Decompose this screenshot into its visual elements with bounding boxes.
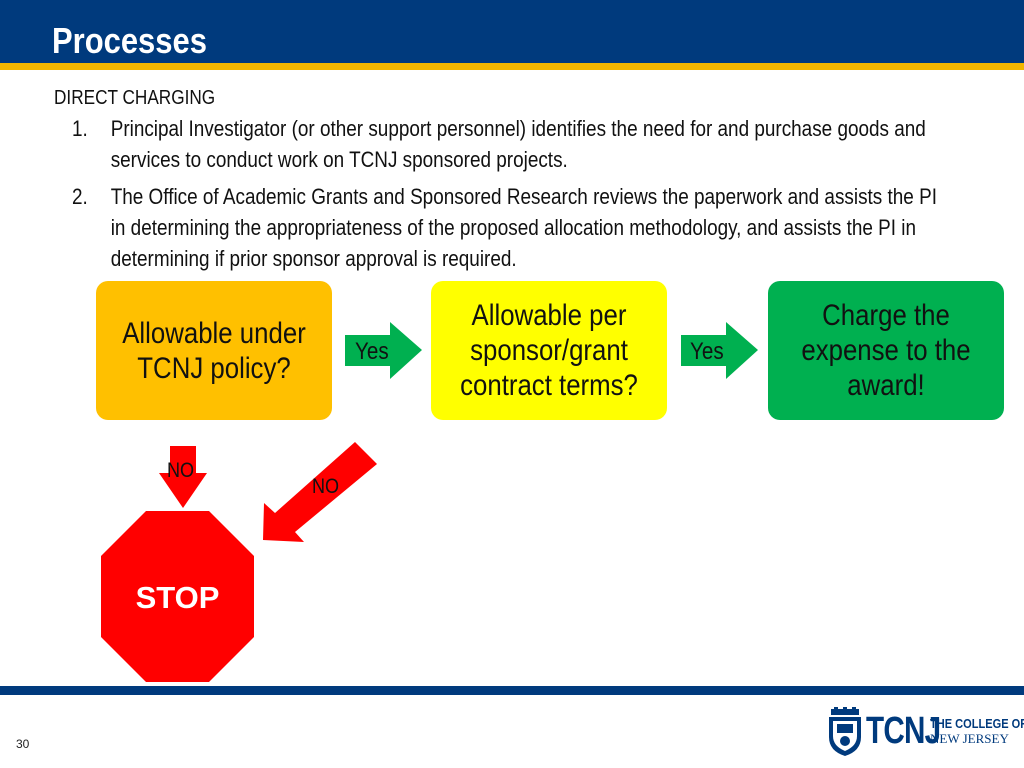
- step-number: 1.: [72, 116, 88, 141]
- logo-tagline-line1: THE COLLEGE OF: [930, 716, 1024, 731]
- page-title: Processes: [52, 20, 207, 61]
- logo-wordmark: TCNJ: [866, 710, 941, 752]
- yes-label-1: Yes: [355, 338, 389, 365]
- decision-label: Allowable per sponsor/grant contract ter…: [460, 299, 638, 402]
- step-number: 2.: [72, 184, 88, 209]
- yes-arrow-2: [681, 322, 758, 379]
- no-label-1: NO: [167, 459, 195, 482]
- tcnj-seal-icon: [829, 707, 861, 756]
- footer-bar: [0, 686, 1024, 695]
- no-arrow-diagonal: [263, 442, 377, 542]
- no-arrow-down: [159, 446, 207, 508]
- stop-sign: [101, 511, 254, 682]
- stop-sign-label: STOP: [135, 580, 220, 615]
- outcome-label: Charge the expense to the award!: [801, 299, 971, 402]
- outcome-charge-award: Charge the expense to the award!: [768, 281, 1004, 420]
- decision-sponsor-terms: Allowable per sponsor/grant contract ter…: [431, 281, 667, 420]
- decision-tcnj-policy: Allowable under TCNJ policy?: [96, 281, 332, 420]
- header-accent-stripe: [0, 63, 1024, 70]
- decision-label: Allowable under TCNJ policy?: [122, 316, 306, 385]
- yes-label-2: Yes: [690, 338, 724, 365]
- step-text: The Office of Academic Grants and Sponso…: [110, 184, 937, 271]
- no-label-2: NO: [312, 475, 340, 498]
- logo-tagline-line2: NEW JERSEY: [930, 731, 1009, 746]
- header-bar: [0, 0, 1024, 63]
- page-number: 30: [16, 737, 30, 751]
- step-text: Principal Investigator (or other support…: [110, 116, 926, 172]
- section-subtitle: DIRECT CHARGING: [54, 87, 216, 109]
- yes-arrow-1: [345, 322, 422, 379]
